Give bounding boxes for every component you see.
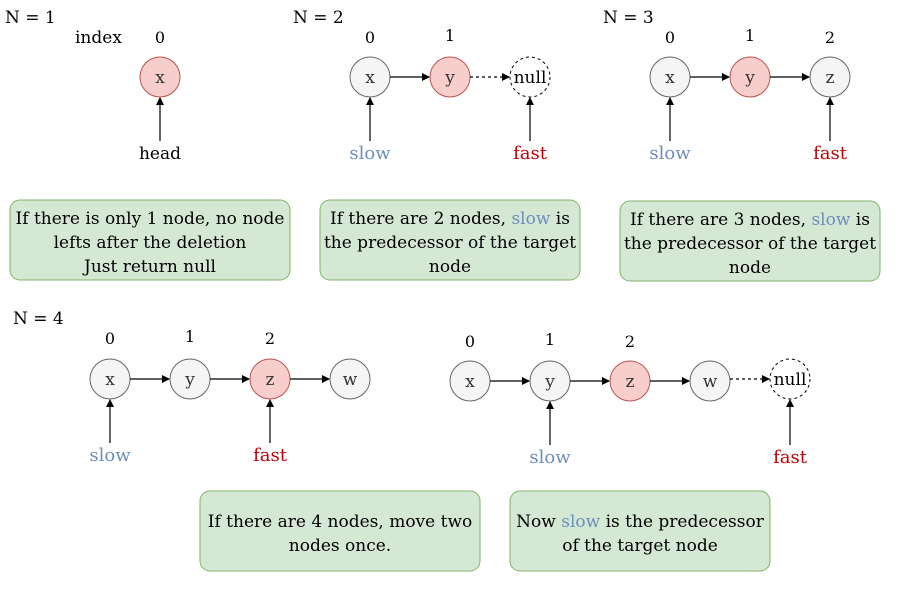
index-1: 1 xyxy=(545,330,555,349)
node-y-label: y xyxy=(544,372,555,392)
note-n4b-line1: Now slow is the predecessor xyxy=(516,512,765,532)
slow-label: slow xyxy=(649,143,691,164)
note-n1-line3: Just return null xyxy=(82,257,216,277)
note-n4b-line2: of the target node xyxy=(562,536,718,556)
slow-label: slow xyxy=(349,143,391,164)
index-0: 0 xyxy=(665,28,675,47)
note-n1-line1: If there is only 1 node, no node xyxy=(16,209,285,229)
note-n3-line3: node xyxy=(729,258,771,278)
index-0: 0 xyxy=(365,28,375,47)
node-y-label: y xyxy=(444,68,455,88)
node-x-label: x xyxy=(365,68,375,88)
case-label-n4: N = 4 xyxy=(13,309,64,329)
case-label-n1: N = 1 xyxy=(5,8,56,28)
index-2: 2 xyxy=(825,28,835,47)
node-x-label: x xyxy=(105,370,115,390)
node-z-label: z xyxy=(266,370,275,390)
note-n2-line3: node xyxy=(429,257,471,277)
note-box-n2 xyxy=(319,199,581,281)
note-n3-line2: the predecessor of the target xyxy=(624,234,876,254)
head-label: head xyxy=(139,144,181,164)
null-label: null xyxy=(514,68,547,88)
index-1: 1 xyxy=(185,327,195,346)
note-n3-line1: If there are 3 nodes, slow is xyxy=(630,210,870,230)
note-n4a-line2: nodes once. xyxy=(289,536,391,556)
node-x-label: x xyxy=(465,372,475,392)
node-y-label: y xyxy=(184,370,195,390)
index-2: 2 xyxy=(265,329,275,348)
fast-label: fast xyxy=(513,143,548,164)
node-x-label: x xyxy=(155,68,165,88)
index-2: 2 xyxy=(625,332,635,351)
node-y-label: y xyxy=(744,68,755,88)
fast-label: fast xyxy=(253,445,288,466)
null-label: null xyxy=(774,370,807,390)
note-box-n4b xyxy=(509,490,771,572)
slow-label: slow xyxy=(89,445,131,466)
fast-label: fast xyxy=(773,447,808,468)
index-1: 1 xyxy=(445,26,455,45)
index-0: 0 xyxy=(465,332,475,351)
index-1: 1 xyxy=(745,26,755,45)
note-box-n4a xyxy=(199,490,481,572)
index-0: 0 xyxy=(155,28,165,47)
note-box-n1 xyxy=(9,199,291,281)
node-z-label: z xyxy=(826,68,835,88)
note-n4a-line1: If there are 4 nodes, move two xyxy=(208,512,473,532)
note-box-n3 xyxy=(619,200,881,282)
case-label-n3: N = 3 xyxy=(603,8,654,28)
index-0: 0 xyxy=(105,329,115,348)
note-n2-line2: the predecessor of the target xyxy=(324,233,576,253)
case-label-n2: N = 2 xyxy=(293,8,344,28)
note-n1-line2: lefts after the deletion xyxy=(54,233,247,253)
node-w xyxy=(329,358,371,400)
node-w-label: w xyxy=(703,372,718,392)
node-w-label: w xyxy=(343,370,358,390)
node-z-label: z xyxy=(626,372,635,392)
index-label: index xyxy=(75,28,122,48)
node-w xyxy=(689,360,731,402)
note-n2-line1: If there are 2 nodes, slow is xyxy=(330,209,570,229)
node-x-label: x xyxy=(665,68,675,88)
fast-label: fast xyxy=(813,143,848,164)
slow-label: slow xyxy=(529,447,571,468)
